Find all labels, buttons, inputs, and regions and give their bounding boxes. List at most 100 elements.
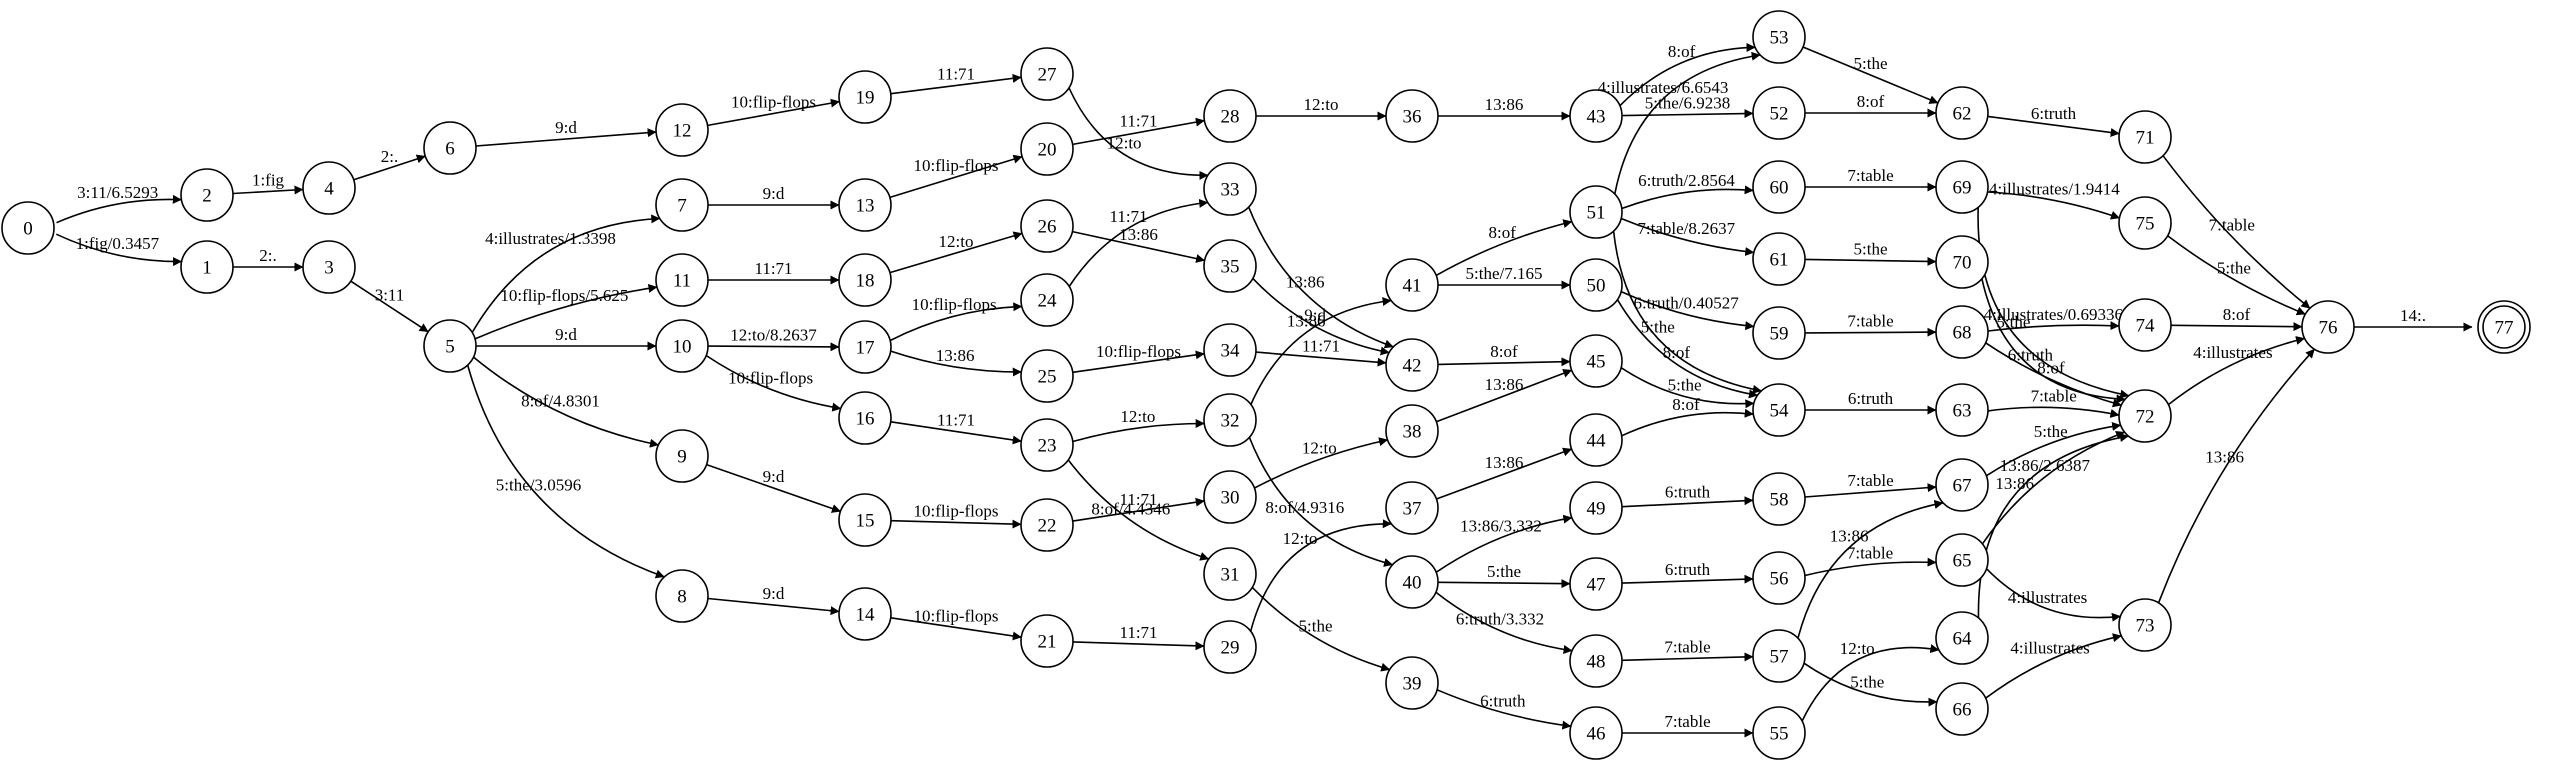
- edge-51-61: [1620, 217, 1755, 257]
- edge-label-3-5: 3:11: [375, 286, 405, 305]
- state-node: 69: [1935, 160, 1989, 214]
- state-label: 72: [2136, 407, 2155, 428]
- state-node: 72: [2118, 389, 2172, 443]
- edge-5-7: [471, 214, 661, 333]
- state-node: 43: [1569, 89, 1623, 143]
- edge-53-62: [1802, 46, 1939, 104]
- state-label: 70: [1953, 253, 1972, 274]
- edge-label-57-67: 13:86: [1830, 527, 1869, 546]
- state-node: 21: [1020, 614, 1074, 668]
- state-circle: [180, 240, 234, 294]
- state-node: 55: [1752, 706, 1806, 760]
- edge-3-5: [350, 280, 429, 333]
- edge-37-44: [1436, 447, 1573, 500]
- state-node: 20: [1020, 122, 1074, 176]
- nodes-layer: 0123456789101112131415161718192021222324…: [1, 10, 2531, 760]
- state-circle: [655, 429, 709, 483]
- edge-label-75-76: 5:the: [2217, 259, 2251, 278]
- state-node: 4: [302, 161, 356, 215]
- edge-31-39: [1251, 586, 1391, 672]
- edge-label-65-73: 4:illustrates: [2008, 588, 2087, 607]
- edge-43-53: [1619, 42, 1756, 107]
- state-circle: [1385, 258, 1439, 312]
- state-label: 2: [202, 186, 212, 207]
- edge-label-33-42: 13:86: [1286, 272, 1325, 291]
- state-circle: [655, 319, 709, 373]
- edge-5-9: [472, 356, 659, 448]
- state-node: 50: [1569, 258, 1623, 312]
- state-label: 46: [1587, 724, 1606, 745]
- state-circle: [655, 569, 709, 623]
- state-node: 76: [2301, 300, 2355, 354]
- state-label: 8: [677, 587, 687, 608]
- edge-42-45: [1437, 357, 1571, 367]
- state-node: 19: [838, 70, 892, 124]
- state-circle: [1752, 160, 1806, 214]
- state-label: 31: [1221, 565, 1240, 586]
- state-circle: [1752, 306, 1806, 360]
- edge-56-65: [1804, 557, 1937, 577]
- state-label: 40: [1403, 573, 1422, 594]
- edge-label-51-60: 6:truth/2.8564: [1638, 171, 1735, 190]
- state-label: 41: [1403, 276, 1422, 297]
- state-circle: [655, 253, 709, 307]
- edge-68-74: [1987, 321, 2120, 332]
- edge-label-51-61: 7:table/8.2637: [1637, 219, 1735, 238]
- edge-label-40-47: 5:the: [1487, 562, 1521, 581]
- edge-label-54-63: 6:truth: [1848, 389, 1894, 408]
- edge-label-46-55: 7:table: [1664, 712, 1710, 731]
- edge-30-38: [1254, 437, 1389, 489]
- edge-21-29: [1072, 641, 1205, 651]
- state-label: 77: [2495, 318, 2514, 339]
- state-node: 5: [423, 319, 477, 373]
- edge-61-70: [1804, 256, 1937, 266]
- edge-45-54: [1620, 367, 1755, 409]
- state-label: 50: [1587, 276, 1606, 297]
- edge-22-30: [1072, 497, 1205, 522]
- state-circle: [1935, 383, 1989, 437]
- state-circle: [180, 168, 234, 222]
- edge-39-46: [1436, 689, 1572, 730]
- state-circle: [1935, 682, 1989, 736]
- state-node: 46: [1569, 706, 1623, 760]
- edge-label-59-68: 7:table: [1847, 312, 1893, 331]
- edge-label-23-32: 12:to: [1120, 407, 1155, 426]
- state-node: 35: [1203, 239, 1257, 293]
- edge-label-65-72: 13:86/2.6387: [2000, 456, 2091, 475]
- state-node: 1: [180, 240, 234, 294]
- state-label: 67: [1953, 476, 1972, 497]
- state-circle: [1020, 47, 1074, 101]
- state-node: 27: [1020, 47, 1074, 101]
- edge-17-24: [889, 302, 1023, 342]
- state-circle: [1569, 185, 1623, 239]
- state-label: 62: [1953, 104, 1972, 125]
- state-label: 22: [1038, 516, 1057, 537]
- edge-label-20-28: 11:71: [1119, 112, 1157, 131]
- edge-label-24-33: 11:71: [1109, 207, 1147, 226]
- state-circle: [1203, 547, 1257, 601]
- state-node: 7: [655, 178, 709, 232]
- state-circle: [838, 320, 892, 374]
- state-node: 56: [1752, 551, 1806, 605]
- edge-43-52: [1621, 109, 1754, 119]
- edge-20-28: [1072, 117, 1205, 146]
- state-circle: [1385, 89, 1439, 143]
- state-circle: [1020, 614, 1074, 668]
- state-node: 23: [1020, 418, 1074, 472]
- state-node: 57: [1752, 629, 1806, 683]
- state-circle: [1752, 10, 1806, 64]
- edge-27-33: [1068, 87, 1209, 180]
- state-circle: [2118, 110, 2172, 164]
- edge-label-18-26: 12:to: [939, 232, 974, 251]
- state-node: 68: [1935, 305, 1989, 359]
- edge-50-59: [1620, 290, 1755, 331]
- state-node: 70: [1935, 235, 1989, 289]
- state-node: 59: [1752, 306, 1806, 360]
- edge-57-66: [1803, 662, 1938, 707]
- state-node: 30: [1203, 470, 1257, 524]
- state-label: 71: [2136, 128, 2155, 149]
- state-node: 63: [1935, 383, 1989, 437]
- edge-24-33: [1068, 198, 1209, 287]
- edge-33-42: [1247, 206, 1394, 349]
